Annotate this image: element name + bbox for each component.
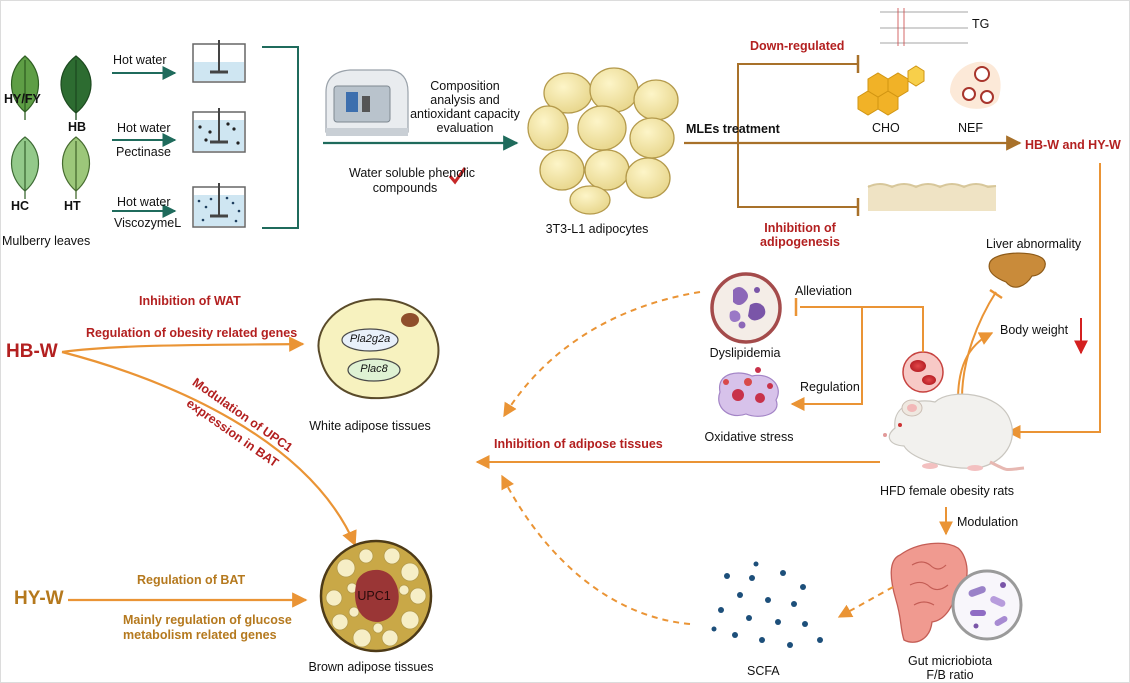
hfd-rats-label: HFD female obesity rats <box>879 484 1015 498</box>
phenolic-line-2: compounds <box>372 181 438 195</box>
leaf-label-ht: HT <box>64 199 81 213</box>
modulation-label: Modulation <box>957 515 1019 529</box>
rat-icon <box>883 393 1025 472</box>
inhibition-adipogenesis-line-2: adipogenesis <box>760 235 840 249</box>
scfa-dots-icon <box>711 561 823 648</box>
cholesterol-hexagon-icon <box>857 65 925 116</box>
lipid-structure-icon <box>880 8 968 46</box>
nef-label: NEF <box>958 121 983 135</box>
hbw-to-wat-arrow <box>61 336 305 354</box>
body-weight-link <box>957 332 994 401</box>
regulation-bat-label: Regulation of BAT <box>137 573 246 587</box>
hbw-to-bat-arrow <box>61 350 357 547</box>
extraction-step-1: Hot water <box>113 53 167 67</box>
extraction-bracket <box>262 46 299 229</box>
beaker-icon <box>192 183 246 228</box>
nef-droplets-icon <box>950 61 1001 109</box>
brown-adipocyte-icon <box>319 539 433 653</box>
leaf-label-hb: HB <box>68 120 87 134</box>
analysis-line-1: Composition <box>430 79 500 93</box>
mles-treatment-label: MLEs treatment <box>686 122 780 136</box>
adipocytes-label: 3T3-L1 adipocytes <box>545 222 649 236</box>
beaker-icon <box>192 40 246 83</box>
dyslipidemia-label: Dyslipidemia <box>709 346 781 360</box>
oxidative-stress-label: Oxidative stress <box>704 430 794 444</box>
adipogenesis-branch <box>737 143 858 208</box>
white-adipose-label: White adipose tissues <box>309 419 431 433</box>
dyslipidemia-cell-icon <box>710 272 782 344</box>
leaf-icon <box>61 136 91 199</box>
brown-adipose-label: Brown adipose tissues <box>308 660 434 674</box>
inhibition-bar <box>989 288 1003 300</box>
hbw-hyw-result-label: HB-W and HY-W <box>1025 138 1121 152</box>
glucose-genes-line-2: metabolism related genes <box>123 628 277 642</box>
down-regulated-label: Down-regulated <box>750 39 845 53</box>
body-weight-label: Body weight <box>1000 323 1069 337</box>
pla2g2a-gene-label: Pla2g2a <box>349 333 391 345</box>
red-blood-cell-icon <box>902 351 944 393</box>
leaf-label-hc: HC <box>11 199 30 213</box>
leaf-icon <box>60 55 92 120</box>
checkmark-icon <box>448 167 467 185</box>
gut-microbiota-line-2: F/B ratio <box>926 668 974 682</box>
inhibition-wat-label: Inhibition of WAT <box>139 294 241 308</box>
mulberry-leaves-caption: Mulberry leaves <box>2 234 91 248</box>
extraction-step-2a: Hot water <box>117 121 171 135</box>
plac8-gene-label: Plac8 <box>360 363 388 375</box>
liver-abnormality-label: Liver abnormality <box>986 237 1082 251</box>
analysis-line-4: evaluation <box>436 121 494 135</box>
regulation-label: Regulation <box>800 380 860 394</box>
liver-link <box>961 291 997 399</box>
oxidative-stress-cell-icon <box>718 367 779 417</box>
gut-to-scfa-arrow <box>837 586 894 618</box>
bacteria-magnifier-icon <box>951 569 1023 641</box>
extraction-step-3a: Hot water <box>117 195 171 209</box>
alleviation-arrow <box>800 306 924 352</box>
obesity-genes-label: Regulation of obesity related genes <box>86 326 298 340</box>
gut-microbiota-line-1: Gut micriobiota <box>907 654 993 668</box>
upc1-label: UPC1 <box>357 589 391 603</box>
leaf-icon <box>10 136 40 199</box>
extraction-step-2b: Pectinase <box>116 145 171 159</box>
scfa-dashed-arrow <box>501 474 691 625</box>
glucose-genes-line-1: Mainly regulation of glucose <box>123 613 292 627</box>
analysis-line-2: analysis and <box>430 93 500 107</box>
inhibition-adipogenesis-line-1: Inhibition of <box>764 221 836 235</box>
scfa-label: SCFA <box>747 664 780 678</box>
beaker-icon <box>192 108 246 153</box>
leaf-icon <box>10 55 40 120</box>
leaf-label-hy-fy: HY/FY <box>4 92 41 106</box>
liver-icon <box>988 252 1046 288</box>
hyw-label: HY-W <box>14 588 64 609</box>
phenolic-line-1: Water soluble phenolic <box>349 166 475 180</box>
dyslipidemia-dashed-arrow <box>503 291 701 418</box>
alleviation-label: Alleviation <box>795 284 852 298</box>
tg-label: TG <box>972 17 990 31</box>
extraction-step-3b: ViscozymeL <box>114 216 182 230</box>
analysis-line-3: antioxidant capacity <box>410 107 520 121</box>
analyzer-machine-icon <box>325 69 409 136</box>
cho-label: CHO <box>872 121 900 135</box>
inhibition-adipose-label: Inhibition of adipose tissues <box>494 437 663 451</box>
intestine-icon <box>890 542 968 643</box>
regulation-arrow <box>790 307 863 411</box>
down-regulated-branch <box>737 63 858 143</box>
hbw-label: HB-W <box>6 341 58 362</box>
fat-tissue-strip-icon <box>867 183 997 211</box>
to-rats-arrow <box>1006 163 1101 439</box>
adipocyte-cells-icon <box>527 67 679 215</box>
white-adipocyte-icon <box>317 298 440 400</box>
